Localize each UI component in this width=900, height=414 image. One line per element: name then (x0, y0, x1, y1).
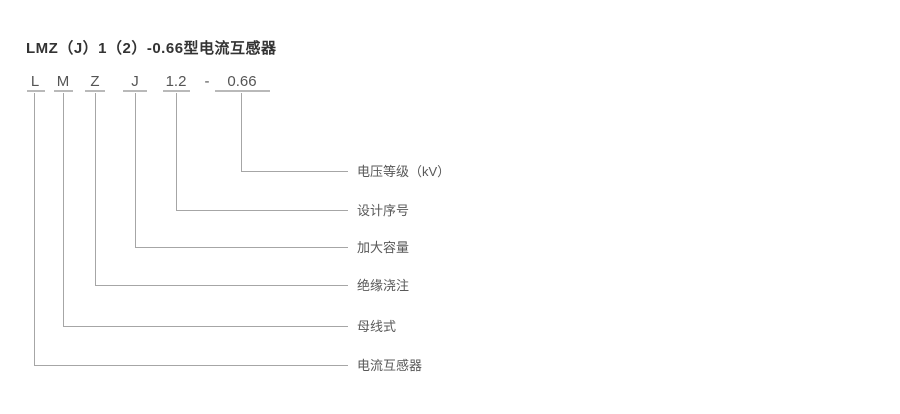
code-char-z: Z (90, 73, 100, 90)
underline-1-2 (163, 90, 190, 92)
code-char-l: L (30, 73, 40, 90)
underline-l (27, 90, 45, 92)
code-char-0-66: 0.66 (227, 73, 257, 90)
code-char-1-2: 1.2 (165, 73, 187, 90)
label-design-serial: 设计序号 (357, 203, 410, 218)
code-char-dash: - (204, 73, 210, 90)
code-char-m: M (56, 73, 70, 90)
label-busbar-type: 母线式 (357, 319, 397, 334)
connector-increased-capacity (135, 93, 348, 248)
connector-busbar-type (63, 93, 348, 327)
underline-m (54, 90, 73, 92)
underline-z (85, 90, 105, 92)
label-voltage-rating: 电压等级（kV） (357, 164, 451, 179)
connector-cast-insulation (95, 93, 348, 286)
label-current-transformer: 电流互感器 (357, 358, 423, 373)
underline-j (123, 90, 147, 92)
label-cast-insulation: 绝缘浇注 (357, 278, 410, 293)
label-increased-capacity: 加大容量 (357, 240, 410, 255)
connector-voltage-rating (241, 93, 348, 172)
page-title: LMZ（J）1（2）-0.66型电流互感器 (26, 40, 277, 57)
connector-current-transformer (34, 93, 348, 366)
underline-0-66 (215, 90, 270, 92)
connector-design-serial (176, 93, 348, 211)
code-char-j: J (131, 73, 139, 90)
